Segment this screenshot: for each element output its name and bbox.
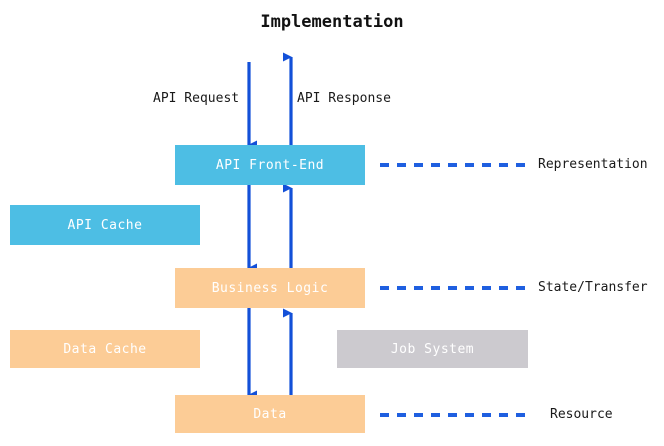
box-data-cache[interactable]: Data Cache <box>10 330 200 368</box>
box-api-front-end[interactable]: API Front-End <box>175 145 365 185</box>
box-label: Business Logic <box>211 280 329 296</box>
box-job-system[interactable]: Job System <box>337 330 528 368</box>
box-business-logic[interactable]: Business Logic <box>175 268 365 308</box>
box-label: API Cache <box>67 217 143 233</box>
box-api-cache[interactable]: API Cache <box>10 205 200 245</box>
dashed-connector-representation <box>380 163 528 167</box>
box-data[interactable]: Data <box>175 395 365 433</box>
side-label-state-transfer: State/Transfer <box>538 280 648 295</box>
side-label-resource: Resource <box>550 407 613 422</box>
flow-label-api-response: API Response <box>297 91 391 106</box>
box-label: Data <box>253 406 287 422</box>
box-label: Job System <box>390 341 475 357</box>
dashed-connector-resource <box>380 413 528 417</box>
box-label: API Front-End <box>215 157 325 173</box>
box-label: Data Cache <box>63 341 147 357</box>
page-title: Implementation <box>260 12 404 32</box>
flow-label-api-request: API Request <box>153 91 240 106</box>
dashed-connector-state-transfer <box>380 286 528 290</box>
side-label-representation: Representation <box>538 157 648 172</box>
